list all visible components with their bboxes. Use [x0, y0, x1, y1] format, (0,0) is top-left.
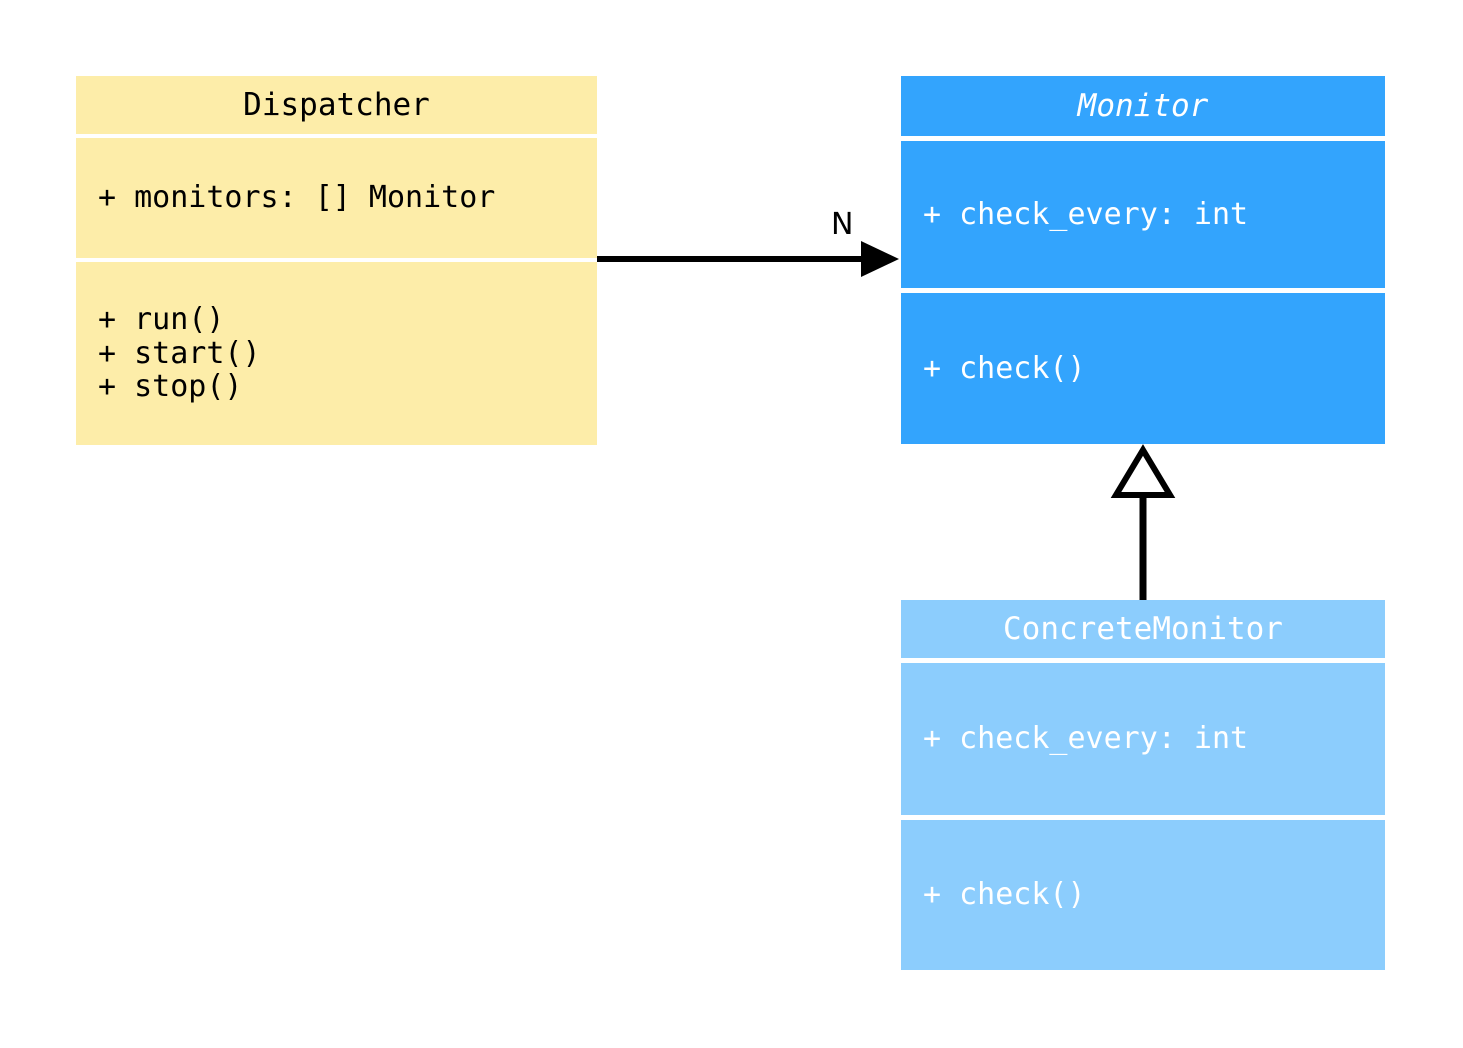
concretemonitor-attribute-check-every: + check_every: int — [923, 721, 1249, 757]
association-arrowhead-filled — [861, 241, 899, 277]
concretemonitor-divider-2 — [901, 815, 1385, 820]
monitor-divider-2 — [901, 288, 1385, 293]
concretemonitor-title-compartment: ConcreteMonitor — [901, 600, 1385, 658]
dispatcher-attributes-compartment: + monitors: [] Monitor — [76, 138, 597, 258]
monitor-class-name: Monitor — [1077, 87, 1209, 124]
dispatcher-method-start: + start() — [98, 335, 261, 371]
association-multiplicity-label: N — [831, 207, 854, 242]
monitor-attributes-compartment: + check_every: int — [901, 141, 1385, 288]
concretemonitor-attributes-compartment: + check_every: int — [901, 663, 1385, 815]
monitor-methods-compartment: + check() — [901, 293, 1385, 444]
association-edge-dispatcher-monitor[interactable] — [597, 241, 899, 277]
monitor-title-compartment: Monitor — [901, 76, 1385, 136]
dispatcher-divider-1 — [76, 134, 597, 138]
class-box-monitor[interactable]: Monitor + check_every: int + check() — [901, 76, 1385, 444]
dispatcher-methods-compartment: + run() + start() + stop() — [76, 262, 597, 445]
dispatcher-class-name: Dispatcher — [243, 86, 430, 123]
concretemonitor-methods-compartment: + check() — [901, 820, 1385, 970]
dispatcher-attribute-monitors: + monitors: [] Monitor — [98, 180, 496, 216]
concretemonitor-method-check: + check() — [923, 877, 1086, 913]
monitor-method-check: + check() — [923, 350, 1086, 386]
monitor-divider-1 — [901, 136, 1385, 141]
class-box-concretemonitor[interactable]: ConcreteMonitor + check_every: int + che… — [901, 600, 1385, 970]
dispatcher-method-run: + run() — [98, 302, 225, 338]
concretemonitor-divider-1 — [901, 658, 1385, 663]
dispatcher-method-stop: + stop() — [98, 369, 243, 405]
dispatcher-divider-2 — [76, 258, 597, 262]
concretemonitor-class-name: ConcreteMonitor — [1003, 610, 1283, 647]
generalization-edge-concretemonitor-monitor[interactable] — [1110, 444, 1176, 600]
generalization-arrowhead-hollow-triangle — [1110, 444, 1176, 498]
class-box-dispatcher[interactable]: Dispatcher + monitors: [] Monitor + run(… — [76, 76, 597, 445]
monitor-attribute-check-every: + check_every: int — [923, 196, 1249, 232]
dispatcher-title-compartment: Dispatcher — [76, 76, 597, 134]
